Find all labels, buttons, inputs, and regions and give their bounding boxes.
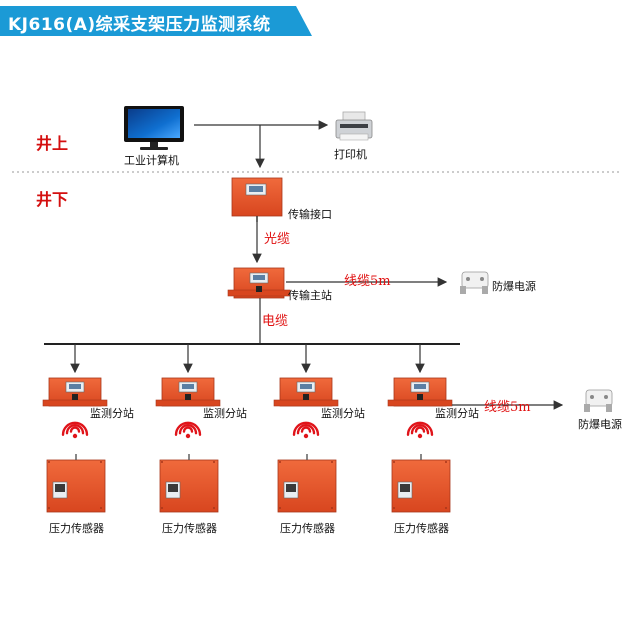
power-supply-label-2: 防爆电源 [578,418,622,431]
line-5m-label-1: 线缆5m [344,274,391,289]
power-supply-icon-2 [584,389,613,412]
pressure-sensor-device [46,454,106,513]
power-supply-label-1: 防爆电源 [492,280,536,293]
zone-label-underground: 井下 [36,190,69,209]
fiber-label: 光缆 [264,232,291,247]
station-column [42,344,108,513]
substation-device [155,377,221,407]
printer-icon [335,111,373,141]
title-banner-shape [0,6,312,36]
cable-label: 电缆 [262,314,289,329]
wireless-icon [406,421,434,439]
title-banner: KJ616(A)综采支架压力监测系统 [0,6,312,36]
transmission-interface-device [231,177,283,222]
pressure-sensor-device [277,454,337,513]
wireless-icon [61,421,89,439]
substation-device [387,377,453,407]
substation-label: 监测分站 [321,407,365,420]
page-title: KJ616(A)综采支架压力监测系统 [8,15,271,35]
wireless-icon [174,421,202,439]
substation-label: 监测分站 [90,407,134,420]
station-group [42,344,453,513]
sensor-label: 压力传感器 [280,522,335,535]
pressure-sensor-device [391,454,451,513]
computer-icon [124,106,184,150]
pressure-sensor-device [159,454,219,513]
station-column [273,344,339,513]
computer-label: 工业计算机 [124,154,179,167]
interface-label: 传输接口 [288,208,332,221]
zone-label-above-ground: 井上 [36,134,69,153]
substation-device [273,377,339,407]
main-station-label: 传输主站 [288,289,332,302]
substation-label: 监测分站 [435,407,479,420]
power-supply-icon-1 [460,271,489,294]
wireless-icon [292,421,320,439]
sensor-label: 压力传感器 [394,522,449,535]
substation-label: 监测分站 [203,407,247,420]
station-column [155,344,221,513]
printer-label: 打印机 [334,148,367,161]
sensor-label: 压力传感器 [162,522,217,535]
substation-device [42,377,108,407]
sensor-label: 压力传感器 [49,522,104,535]
main-station-device [227,267,291,299]
line-5m-label-2: 线缆5m [484,400,531,415]
station-column [387,344,453,513]
